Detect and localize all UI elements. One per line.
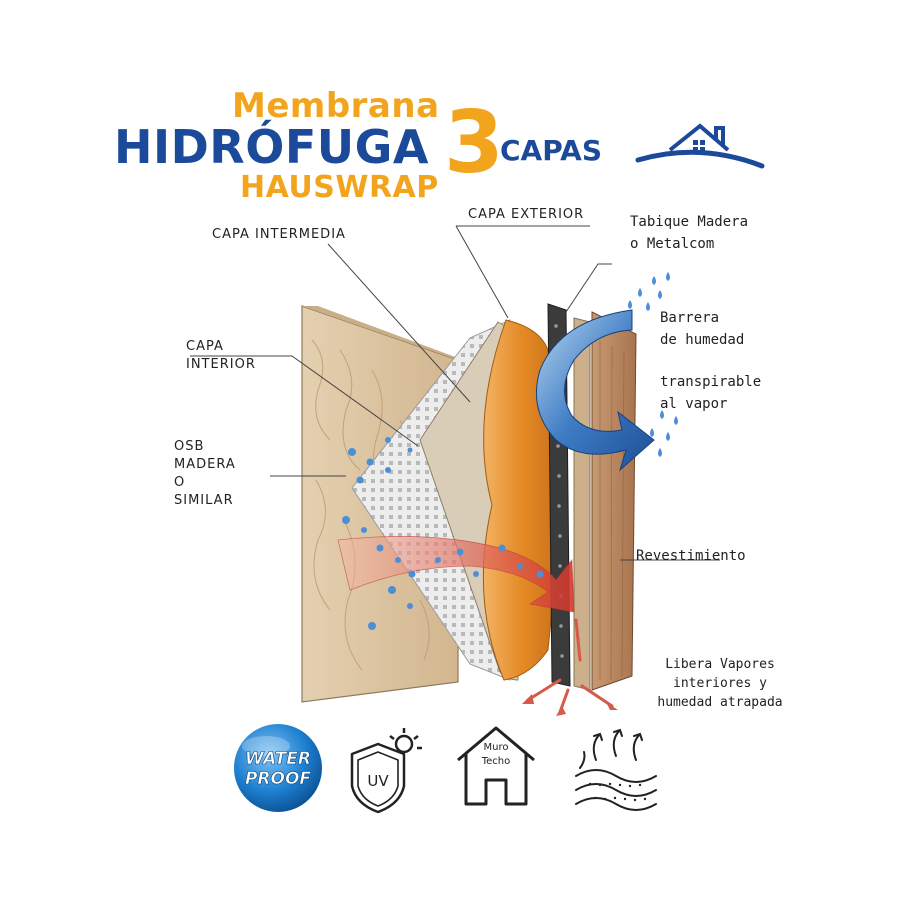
vapor-arrow bbox=[337, 536, 575, 613]
label-osb-4: SIMILAR bbox=[174, 493, 234, 508]
waterproof-badge-icon bbox=[234, 724, 322, 812]
label-libera-1: Libera Vapores bbox=[665, 657, 775, 672]
label-revestimiento: Revestimiento bbox=[636, 548, 746, 564]
label-capa-exterior: CAPA EXTERIOR bbox=[468, 207, 585, 222]
label-capa-interior-2: INTERIOR bbox=[186, 357, 256, 372]
label-osb-2: MADERA bbox=[174, 457, 236, 472]
label-osb-3: O bbox=[174, 475, 186, 490]
barrier-arrow bbox=[535, 309, 655, 472]
title-membrana: Membrana bbox=[232, 86, 440, 126]
label-libera-3: humedad atrapada bbox=[657, 695, 783, 710]
label-tabique-2: o Metalcom bbox=[630, 236, 715, 252]
label-libera-2: interiores y bbox=[673, 676, 767, 691]
label-osb-1: OSB bbox=[174, 439, 205, 454]
label-capa-intermedia: CAPA INTERMEDIA bbox=[212, 227, 346, 242]
uv-text: UV bbox=[367, 772, 389, 790]
breathable-dots bbox=[588, 782, 647, 802]
label-transp-2: al vapor bbox=[660, 396, 728, 412]
label-barrera-2: de humedad bbox=[660, 332, 745, 348]
waterproof-text-2: PROOF bbox=[245, 769, 311, 789]
waterproof-text-1: WATER bbox=[245, 749, 311, 769]
title-hidrofuga: HIDRÓFUGA bbox=[114, 120, 429, 174]
label-barrera-1: Barrera bbox=[660, 310, 720, 326]
vapor-release-arrows bbox=[526, 618, 614, 714]
label-transp-1: transpirable bbox=[660, 374, 762, 390]
house-logo-icon bbox=[635, 123, 765, 169]
label-capa-interior-1: CAPA bbox=[186, 339, 224, 354]
title-capas: CAPAS bbox=[500, 134, 603, 167]
leader-lines bbox=[190, 225, 720, 561]
house-text-1: Muro bbox=[484, 742, 509, 753]
water-drops-inner bbox=[342, 437, 544, 630]
label-tabique-1: Tabique Madera bbox=[630, 214, 749, 230]
title-hauswrap: HAUSWRAP bbox=[240, 170, 439, 205]
title-three: 3 bbox=[444, 93, 504, 193]
water-drops-outer bbox=[628, 272, 678, 457]
uv-shield-icon bbox=[350, 728, 422, 814]
breathable-layers-icon bbox=[575, 728, 657, 811]
house-icon bbox=[457, 726, 535, 806]
house-text-2: Techo bbox=[481, 756, 511, 767]
